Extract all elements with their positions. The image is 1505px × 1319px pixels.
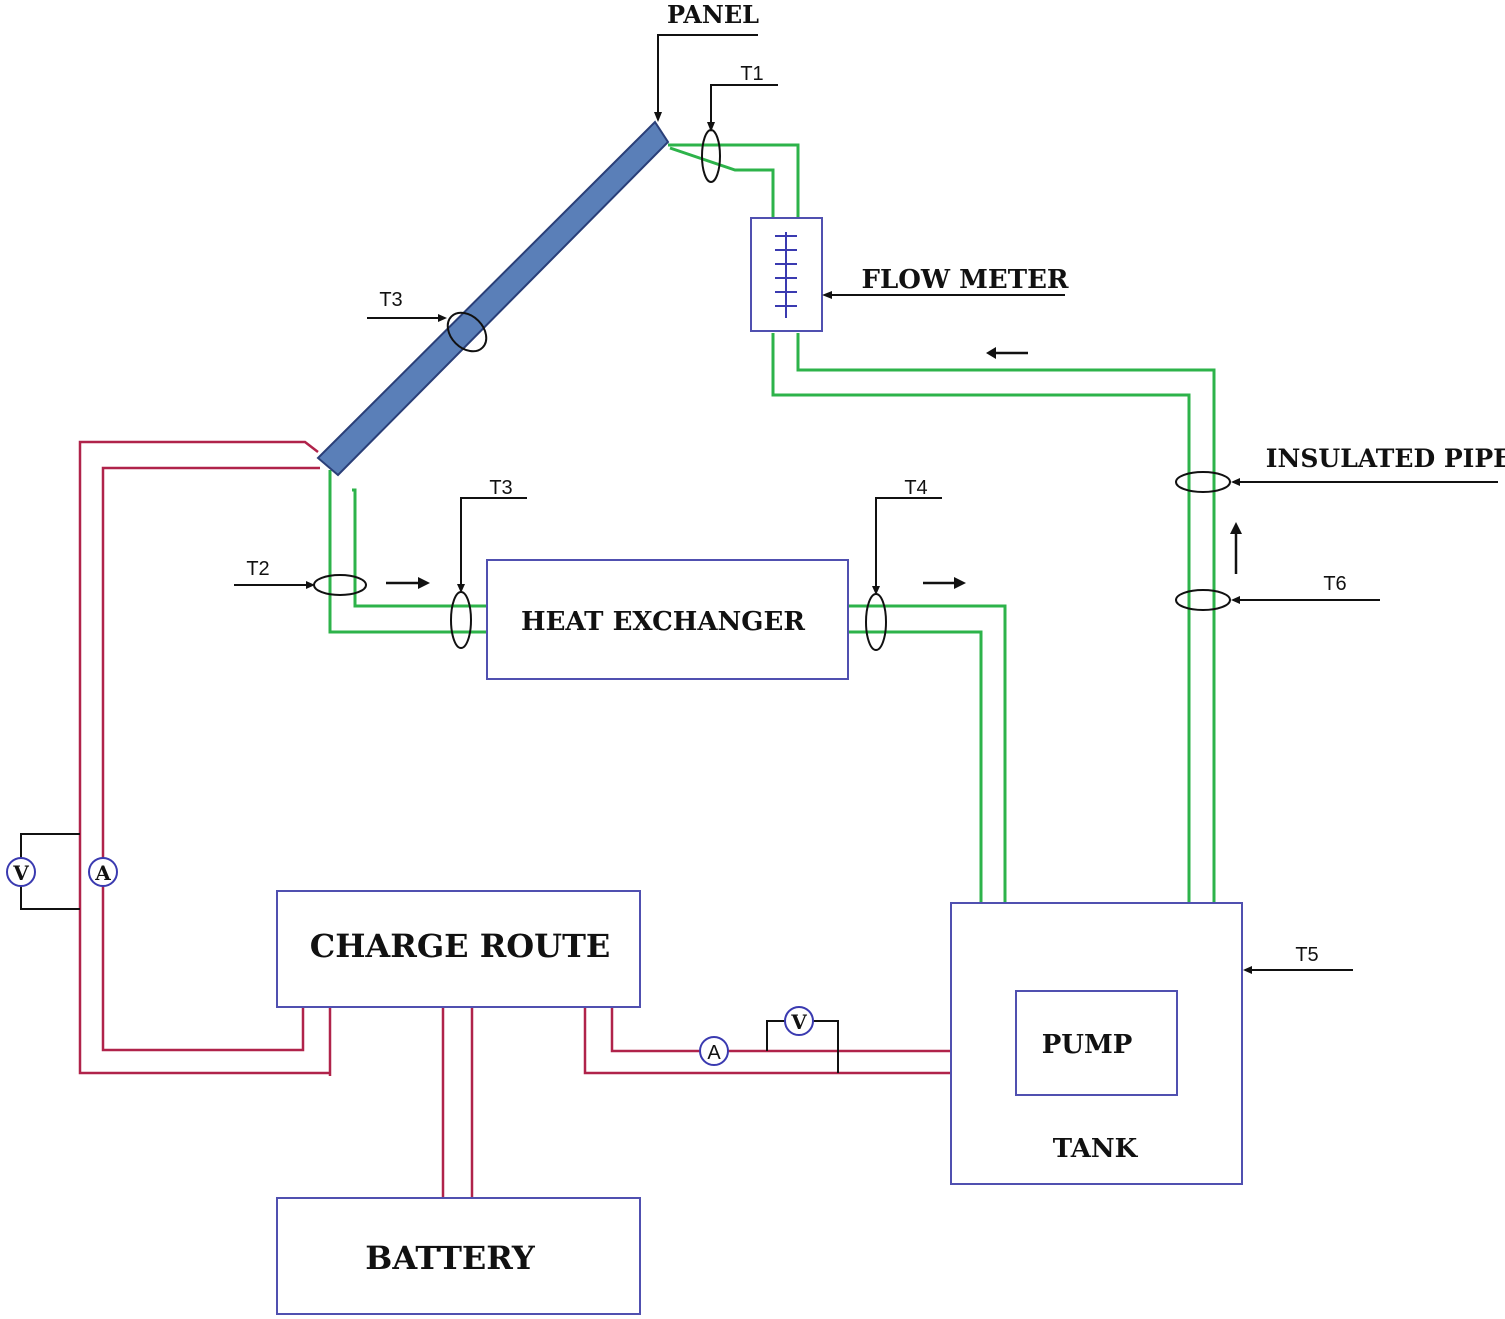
heat-exchanger-label: HEAT EXCHANGER [521, 607, 805, 637]
sensor-t4 [865, 593, 887, 651]
leader-t4 [875, 497, 942, 592]
flow-meter [750, 217, 823, 332]
arrow-left-return [986, 347, 1028, 359]
pipe-panel-to-hx-outer [328, 470, 487, 634]
pipe-panel-to-flowmeter-inner [669, 146, 775, 218]
arrow-right-hx-in [386, 577, 430, 589]
solar-panel-body [316, 120, 670, 477]
flow-meter-label: FLOW METER [861, 265, 1068, 295]
pipe-network [328, 143, 1216, 903]
heat-exchanger: HEAT EXCHANGER [486, 559, 849, 680]
flow-meter-ticks [775, 235, 797, 307]
charge-route-box [276, 890, 641, 1008]
labels: PANEL T1 FLOW METER T3 INSULATED PIPE T3… [246, 0, 1505, 966]
sensor-t6 [1175, 589, 1231, 611]
ammeter-bottom [699, 1036, 729, 1066]
battery: BATTERY [276, 1197, 641, 1315]
pipe-hx-to-tank-lower [848, 630, 983, 903]
heat-exchanger-box [486, 559, 849, 680]
charge-route-label: CHARGE ROUTE [310, 927, 611, 965]
sensor-t1 [701, 129, 721, 183]
t3-hx-label: T3 [489, 477, 512, 499]
ammeter-left-symbol: A [94, 861, 111, 885]
pipe-hx-to-tank-upper [848, 604, 1007, 903]
t3-panel-label: T3 [379, 289, 402, 311]
tank: PUMP TANK [950, 902, 1243, 1185]
wire-panel-inner [101, 466, 320, 1052]
leader-t1 [710, 84, 778, 128]
charge-route: CHARGE ROUTE [276, 890, 641, 1008]
leader-arrowheads [306, 112, 1252, 974]
t6-label: T6 [1323, 573, 1346, 595]
ammeter-bottom-symbol: A [707, 1042, 721, 1064]
panel-label: PANEL [667, 0, 759, 29]
solar-panel [316, 120, 670, 477]
sensor-t3-panel [446, 311, 488, 353]
wire-pump-upper [610, 1008, 950, 1053]
pipe-panel-to-hx-inner [352, 488, 487, 608]
pipe-flowmeter-to-riser-outer [771, 333, 1191, 903]
pump-label: PUMP [1042, 1030, 1133, 1060]
arrow-up-riser [1230, 522, 1242, 574]
pipe-flowmeter-to-riser-inner [796, 333, 1216, 903]
voltmeter-left [6, 857, 36, 887]
t2-label: T2 [246, 558, 269, 580]
flow-arrows [386, 347, 1242, 589]
pump-box [1015, 990, 1178, 1096]
pipe-panel-to-flowmeter-outer [668, 143, 800, 218]
sensor-t3-hx [450, 591, 472, 649]
t1-label: T1 [740, 63, 763, 85]
sensor-insulated-pipe [1175, 471, 1231, 493]
battery-label: BATTERY [365, 1239, 536, 1277]
meters: V A A V [6, 857, 814, 1066]
arrow-right-hx-out [923, 577, 966, 589]
electrical-wiring [78, 440, 950, 1198]
voltmeter-left-symbol: V [12, 861, 29, 885]
voltmeter-bottom [784, 1006, 814, 1036]
tank-label: TANK [1053, 1134, 1139, 1164]
wire-panel-outer [78, 440, 330, 1075]
t4-label: T4 [904, 477, 927, 499]
leader-panel [657, 34, 758, 118]
leader-t3-hx [460, 497, 527, 590]
battery-box [276, 1197, 641, 1315]
ammeter-left [88, 857, 118, 887]
leader-lines [234, 34, 1498, 971]
wire-pump-lower [583, 1008, 950, 1075]
sensor-t2 [313, 574, 367, 596]
insulated-pipe-label: INSULATED PIPE [1266, 444, 1505, 473]
t5-label: T5 [1295, 944, 1318, 966]
voltmeter-bottom-symbol: V [790, 1010, 807, 1034]
